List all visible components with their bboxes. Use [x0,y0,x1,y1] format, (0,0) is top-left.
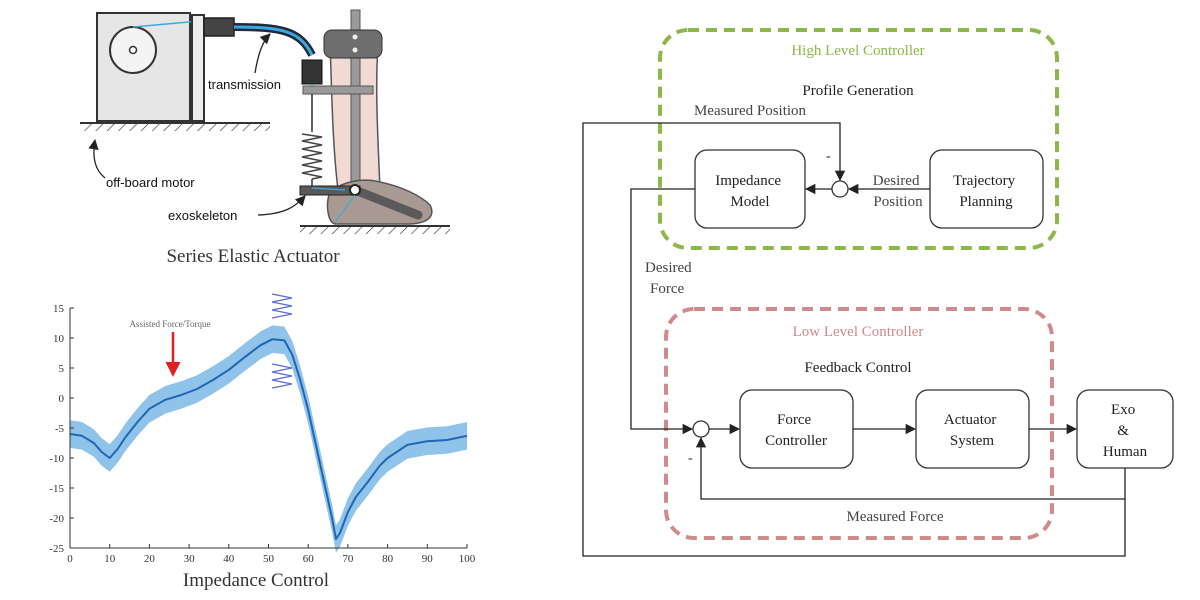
low-level-controller-region [664,307,1054,540]
low-level-controller-title: Low Level Controller [793,324,924,340]
y-tick-label: -10 [49,453,64,465]
x-tick-label: 60 [303,553,315,565]
exo-human-label-1: Exo [1111,402,1135,418]
svg-text:Force Controller: Force Controller [765,412,827,449]
y-tick-label: 0 [59,393,65,405]
desired-force-wire [630,188,695,435]
x-tick-label: 30 [184,553,196,565]
actuator-system-block [915,389,1030,469]
std-band [70,325,467,553]
svg-text:Actuator System: Actuator System [944,412,1000,449]
x-tick-label: 50 [263,553,275,565]
cable-connector [203,17,235,37]
x-tick-label: 70 [342,553,354,565]
ankle-joint-icon [349,184,361,196]
measured-position-label: Measured Position [694,103,807,119]
profile-generation-label: Profile Generation [802,83,914,99]
x-tick-label: 40 [223,553,235,565]
assist-annotation: Assisted Force/Torque [129,319,210,329]
exoskeleton-label: exoskeleton [168,208,237,223]
y-tick-label: 15 [53,303,65,315]
exo-ground [300,225,450,234]
measured-position-wire [582,122,1126,557]
exo-human-label-3: Human [1103,444,1148,460]
off-board-motor-label: off-board motor [106,175,195,190]
impedance-model-label-1: Impedance [715,173,781,189]
y-tick-label: 10 [53,333,65,345]
force-controller-label-2: Controller [765,433,827,449]
spring-icon-top [271,293,293,319]
transmission-label: transmission [208,77,281,92]
impedance-model-block [694,149,806,229]
sea-caption: Series Elastic Actuator [166,246,340,267]
x-tick-label: 90 [422,553,434,565]
force-controller-label-1: Force [777,412,811,428]
impedance-model-label-2: Model [730,194,769,210]
trajectory-planning-label-2: Planning [959,194,1013,210]
svg-text:Desired Force: Desired Force [645,260,695,297]
y-tick-label: -20 [49,513,64,525]
y-tick-label: -25 [49,543,64,555]
impedance-caption: Impedance Control [183,570,329,591]
svg-text:Desired Position: Desired Position [873,173,923,210]
series-elastic-actuator-illustration [80,9,450,234]
motor-ground [80,122,270,131]
trajectory-planning-label-1: Trajectory [953,173,1015,189]
x-tick-label: 10 [104,553,116,565]
x-tick-label: 100 [459,553,476,565]
x-tick-label: 80 [382,553,394,565]
high-level-controller-title: High Level Controller [791,43,924,59]
trajectory-planning-block [929,149,1044,229]
spring-icon [301,94,323,188]
cuff [323,29,383,59]
y-tick-label: -5 [55,423,65,435]
desired-position-label-2: Position [873,194,923,210]
svg-text:Impedance Model: Impedance Model [715,173,785,210]
exo-human-label-2: & [1117,423,1129,439]
force-summing-junction [692,420,710,438]
svg-text:Exo & Human: Exo & Human [1103,402,1148,460]
y-tick-label: -15 [49,483,64,495]
desired-force-label-1: Desired [645,260,692,276]
spring-icon-bottom [271,363,293,389]
controller-block-diagram: Impedance Model Trajectory Planning Forc… [582,28,1174,557]
desired-force-label-2: Force [650,281,684,297]
high-level-controller-region [658,28,1059,250]
cable-connector-lower [301,59,323,85]
exo-arm [302,85,374,95]
mean-line [69,338,468,540]
off-board-motor [96,12,201,122]
desired-position-label-1: Desired [873,173,920,189]
measured-force-wire [695,436,1126,500]
force-controller-block [739,389,854,469]
position-summing-junction [831,180,849,198]
force-minus-sign: - [688,451,693,466]
mount-plate [191,14,205,122]
actuator-system-label-2: System [950,433,995,449]
x-tick-label: 20 [144,553,156,565]
y-tick-label: 5 [59,363,65,375]
actuator-system-label-1: Actuator [944,412,996,428]
svg-text:Trajectory Planning: Trajectory Planning [953,173,1019,210]
measured-force-label: Measured Force [846,509,943,525]
feedback-control-label: Feedback Control [804,360,911,376]
x-tick-label: 0 [67,553,73,565]
position-minus-sign: - [826,149,831,164]
